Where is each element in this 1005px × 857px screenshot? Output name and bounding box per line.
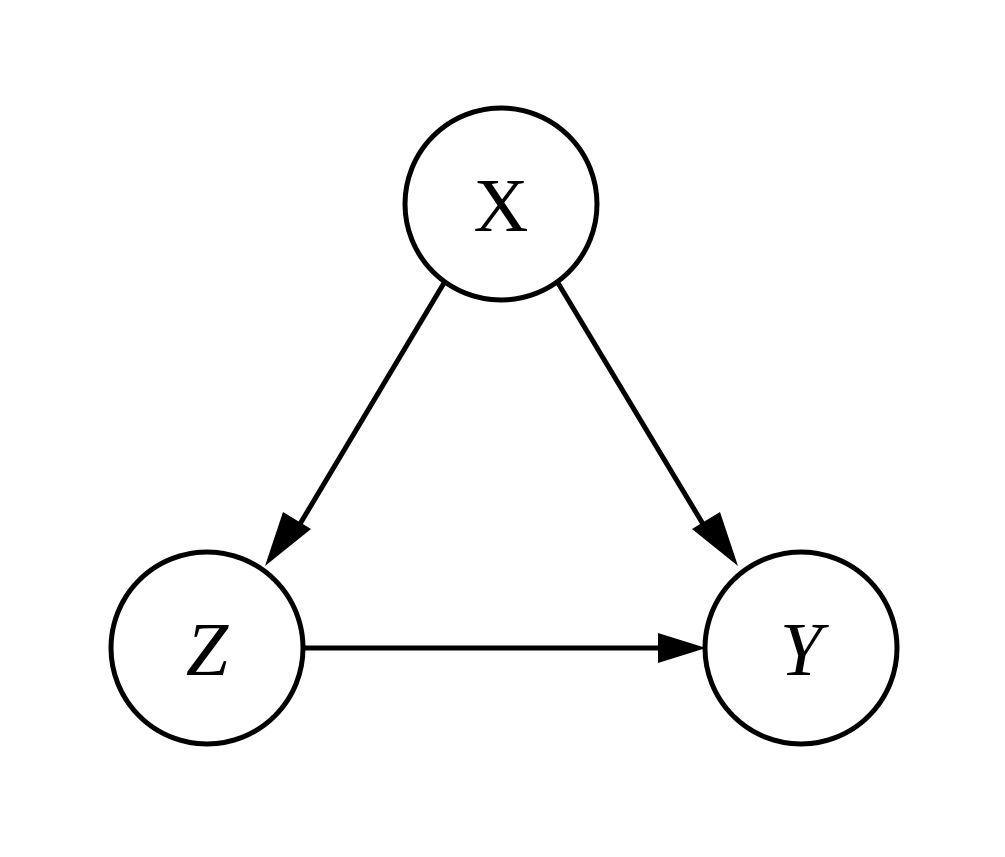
edge-x-to-z[interactable] xyxy=(265,281,447,566)
edge-x-to-y[interactable] xyxy=(555,281,738,566)
node-y[interactable]: Y xyxy=(702,549,900,747)
node-y-circle xyxy=(702,549,900,747)
edge-x-to-y-shaft xyxy=(555,281,715,541)
node-z-label: Z xyxy=(186,608,229,692)
edge-x-to-y-arrowhead xyxy=(692,512,738,566)
node-x-circle xyxy=(402,105,600,303)
edge-x-to-z-arrowhead xyxy=(265,512,311,566)
node-x[interactable]: X xyxy=(402,105,600,303)
node-z-circle xyxy=(108,549,306,747)
node-x-label: X xyxy=(474,164,529,248)
edge-x-to-z-shaft xyxy=(288,281,447,541)
edge-z-to-y[interactable] xyxy=(305,633,706,663)
node-z[interactable]: Z xyxy=(108,549,306,747)
node-y-label: Y xyxy=(780,608,830,692)
edge-z-to-y-arrowhead xyxy=(658,633,706,663)
